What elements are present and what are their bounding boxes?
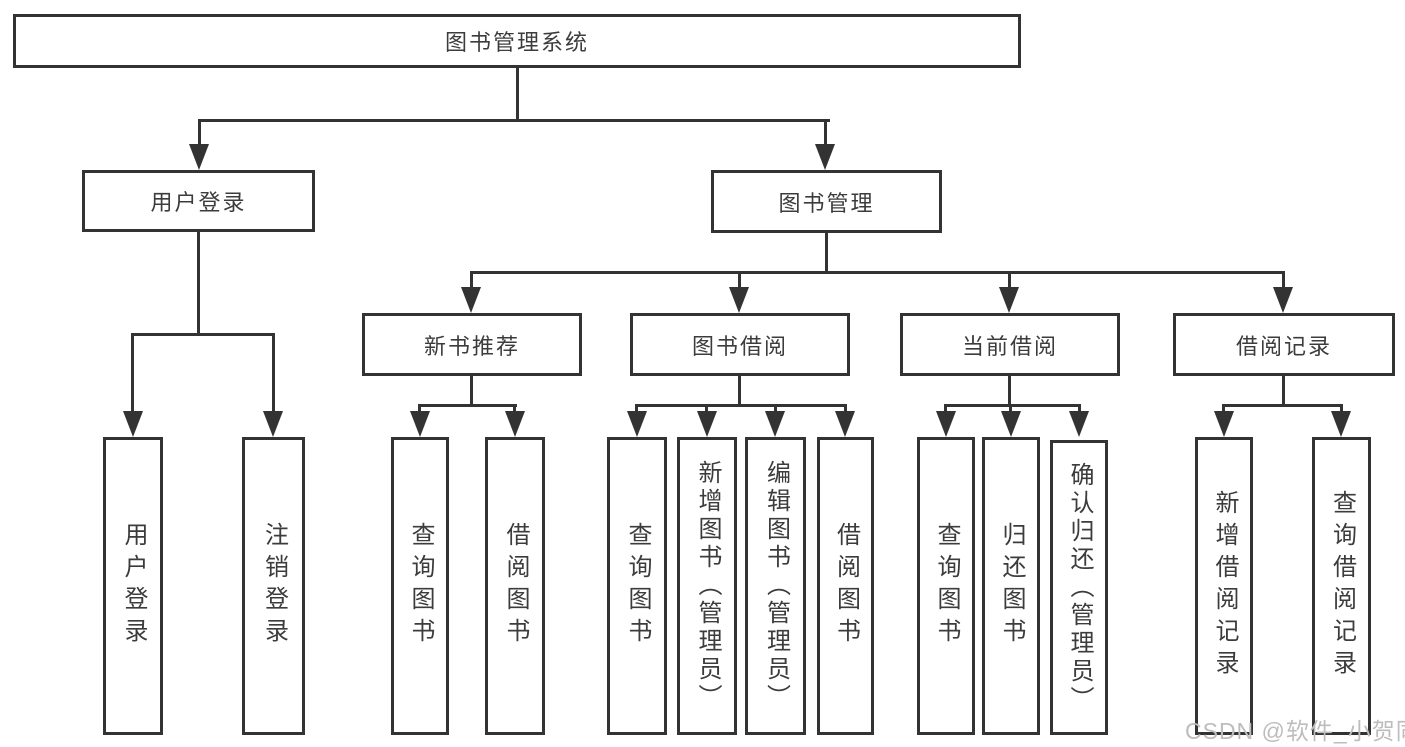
leaf-add-books-admin: 新增图书（管理员）: [677, 437, 737, 735]
node-borrowing-records-label: 借阅记录: [1235, 333, 1332, 359]
arrowhead-current-borrowing: [999, 287, 1019, 313]
leaf-edit-books-admin: 编辑图书（管理员）: [745, 437, 806, 735]
connector-to-leaf-logout: [272, 333, 275, 414]
connector-to-return-books: [1009, 404, 1012, 413]
leaf-logout-label: 注销登录: [260, 522, 288, 650]
arrowhead-recommend-borrow: [505, 411, 525, 437]
leaf-query-borrow-record: 查询借阅记录: [1312, 437, 1371, 735]
connector-level3-rail: [470, 271, 1285, 274]
node-user-login-label: 用户登录: [150, 190, 247, 215]
leaf-borrowing-query-books-label: 查询图书: [624, 522, 651, 650]
leaf-add-borrow-record: 新增借阅记录: [1195, 437, 1253, 735]
node-root-label: 图书管理系统: [444, 30, 589, 55]
node-root: 图书管理系统: [13, 14, 1021, 68]
connector-book-management-stub: [825, 233, 828, 273]
connector-recommend-stub: [470, 376, 473, 407]
arrowhead-book-management: [815, 144, 835, 170]
connector-current-stub: [1008, 376, 1011, 407]
leaf-logout: 注销登录: [242, 437, 305, 735]
leaf-borrowing-query-books: 查询图书: [607, 437, 667, 735]
leaf-current-query-books-label: 查询图书: [933, 522, 960, 650]
arrowhead-add-record: [1214, 411, 1234, 437]
arrowhead-user-login: [189, 144, 209, 170]
arrowhead-return-books: [1001, 411, 1021, 437]
connector-to-new-book-recommend: [470, 271, 473, 289]
connector-to-add-record: [1222, 404, 1225, 413]
arrowhead-new-book-recommend: [461, 287, 481, 313]
csdn-watermark-text: CSDN @软件_小贺同学: [1185, 718, 1405, 744]
connector-to-user-login: [198, 119, 201, 148]
leaf-add-borrow-record-label: 新增借阅记录: [1211, 490, 1238, 682]
connector-borrowing-stub: [738, 376, 741, 407]
connector-to-recommend-borrow: [513, 404, 516, 413]
connector-to-book-borrowing: [738, 271, 741, 289]
leaf-add-books-admin-label: 新增图书（管理员）: [694, 460, 721, 712]
connector-root-stub: [516, 68, 519, 120]
arrowhead-borrowing-records: [1273, 287, 1293, 313]
arrowhead-query-record: [1331, 411, 1351, 437]
node-new-book-recommend-label: 新书推荐: [423, 333, 520, 359]
leaf-return-books: 归还图书: [982, 437, 1040, 735]
arrowhead-leaf-logout: [263, 411, 283, 437]
connector-borrowing-rail: [635, 404, 847, 407]
arrowhead-confirm-return: [1069, 411, 1089, 437]
arrowhead-add-books: [697, 411, 717, 437]
node-user-login: 用户登录: [82, 170, 315, 232]
csdn-watermark: CSDN @软件_小贺同学: [1185, 712, 1405, 746]
arrowhead-edit-books: [765, 411, 785, 437]
arrowhead-current-query: [936, 411, 956, 437]
connector-to-book-management: [824, 119, 827, 148]
arrowhead-book-borrowing: [729, 287, 749, 313]
leaf-recommend-borrow-books-label: 借阅图书: [502, 522, 529, 650]
connector-to-current-query: [944, 404, 947, 413]
connector-to-add-books: [705, 404, 708, 413]
node-book-management: 图书管理: [711, 170, 942, 233]
leaf-user-login-label: 用户登录: [120, 522, 147, 650]
connector-recommend-rail: [418, 404, 517, 407]
node-book-borrowing-label: 图书借阅: [691, 333, 788, 359]
arrowhead-borrowing-query: [627, 411, 647, 437]
leaf-confirm-return-admin-label: 确认归还（管理员）: [1066, 461, 1093, 714]
connector-to-borrowing-borrow: [844, 404, 847, 413]
node-borrowing-records: 借阅记录: [1173, 313, 1395, 376]
leaf-borrowing-borrow-books: 借阅图书: [817, 437, 874, 735]
leaf-edit-books-admin-label: 编辑图书（管理员）: [762, 460, 790, 712]
connector-records-stub: [1282, 376, 1285, 407]
arrowhead-recommend-query: [410, 411, 430, 437]
leaf-recommend-query-books: 查询图书: [391, 437, 449, 735]
leaf-current-query-books: 查询图书: [917, 437, 975, 735]
connector-user-login-rail: [131, 333, 275, 336]
connector-current-rail: [944, 404, 1081, 407]
connector-to-recommend-query: [418, 404, 421, 413]
connector-to-borrowing-records: [1282, 271, 1285, 289]
leaf-confirm-return-admin: 确认归还（管理员）: [1050, 440, 1108, 735]
connector-to-current-borrowing: [1008, 271, 1011, 289]
node-current-borrowing: 当前借阅: [900, 313, 1120, 376]
node-new-book-recommend: 新书推荐: [362, 313, 582, 376]
arrowhead-borrowing-borrow: [835, 411, 855, 437]
node-current-borrowing-label: 当前借阅: [961, 333, 1058, 359]
connector-to-leaf-user-login: [131, 333, 134, 414]
connector-level1-rail: [198, 119, 830, 122]
leaf-user-login: 用户登录: [103, 437, 163, 735]
leaf-query-borrow-record-label: 查询借阅记录: [1328, 490, 1356, 682]
leaf-borrowing-borrow-books-label: 借阅图书: [832, 522, 860, 650]
connector-user-login-stub: [197, 232, 200, 336]
leaf-recommend-borrow-books: 借阅图书: [485, 437, 545, 735]
connector-to-confirm-return: [1078, 404, 1081, 413]
node-book-management-label: 图书管理: [778, 190, 875, 216]
connector-records-rail: [1222, 404, 1343, 407]
arrowhead-leaf-user-login: [123, 411, 143, 437]
connector-to-borrowing-query: [635, 404, 638, 413]
connector-to-edit-books: [774, 404, 777, 413]
leaf-recommend-query-books-label: 查询图书: [407, 522, 434, 650]
node-book-borrowing: 图书借阅: [630, 313, 850, 376]
leaf-return-books-label: 归还图书: [998, 522, 1025, 650]
connector-to-query-record: [1340, 404, 1343, 413]
